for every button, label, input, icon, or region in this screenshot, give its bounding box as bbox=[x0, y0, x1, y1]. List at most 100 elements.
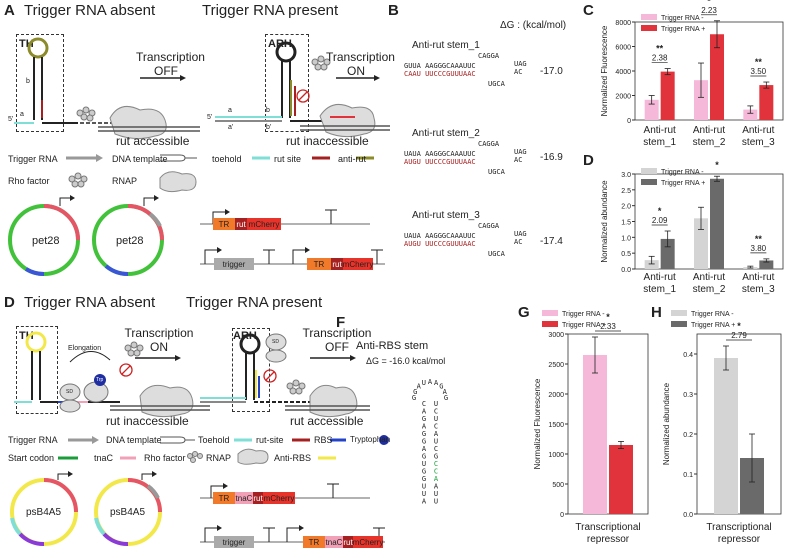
category-label: stem_3 bbox=[742, 284, 775, 295]
d-tr-block: TR bbox=[213, 492, 235, 504]
panel-label-b: B bbox=[388, 2, 399, 19]
stem-base-right: C bbox=[434, 423, 438, 431]
stem-base-right: A bbox=[434, 475, 439, 483]
fold-change-label: 3.50 bbox=[751, 67, 767, 76]
legend-swatch bbox=[542, 310, 558, 316]
b-stem2-loop-top: CAGGA bbox=[478, 140, 500, 148]
stem-base-right: C bbox=[434, 408, 438, 416]
d-plasmid-2-label: psB4A5 bbox=[110, 507, 146, 518]
stem-base-left: G bbox=[422, 453, 426, 461]
d-mcherry-block: mCherry bbox=[263, 492, 295, 504]
a-b-label: b bbox=[26, 78, 30, 85]
d-th-label: TH bbox=[19, 330, 34, 342]
stem-base-left: A bbox=[422, 408, 427, 416]
bar bbox=[644, 99, 659, 120]
d-mcherry-block-2: mCherry bbox=[352, 536, 384, 548]
d-tnac-block: tnaC bbox=[235, 492, 253, 504]
y-tick-label: 0.4 bbox=[683, 352, 693, 359]
a-rut-inaccessible: rut inaccessible bbox=[286, 134, 369, 148]
loop-base: A bbox=[443, 388, 448, 396]
d-legend-rbs: RBS bbox=[314, 435, 333, 445]
significance-stars: ** bbox=[755, 234, 763, 244]
b-stem1-loop-right: UAG AC bbox=[514, 60, 527, 76]
plot-frame bbox=[696, 333, 782, 515]
a-a-label-r: a bbox=[228, 107, 232, 114]
legend-label: Trigger RNA + bbox=[661, 180, 705, 187]
d-trigger-block: trigger bbox=[214, 536, 254, 548]
a-plasmid-2-label: pet28 bbox=[116, 235, 144, 247]
b-stem2-top: UAUA AAGGGCAAAUUC bbox=[404, 150, 476, 158]
legend-swatch bbox=[641, 25, 657, 31]
a-rut-block: rut bbox=[235, 218, 247, 230]
category-label: stem_2 bbox=[693, 137, 726, 148]
legend-swatch bbox=[671, 321, 687, 327]
d-legend-toehold: Toehold bbox=[198, 435, 230, 445]
y-tick-label: 0.5 bbox=[621, 251, 631, 258]
loop-base: G bbox=[413, 388, 417, 396]
stem-base-right: A bbox=[434, 483, 439, 491]
a-right-title: Trigger RNA present bbox=[202, 2, 339, 19]
y-tick-label: 0.1 bbox=[683, 472, 693, 479]
legend-label: Trigger RNA - bbox=[661, 169, 704, 176]
d-th-box bbox=[16, 326, 58, 414]
loop-base: A bbox=[434, 379, 439, 387]
fold-change-label: 3.80 bbox=[751, 244, 767, 253]
legend-label: Trigger RNA - bbox=[691, 311, 734, 318]
d-rut-block-2: rut bbox=[343, 536, 353, 548]
d-legend-start: Start codon bbox=[8, 453, 55, 463]
stem-base-left: U bbox=[422, 460, 426, 468]
stem-base-left: A bbox=[422, 498, 427, 506]
a-rut-accessible: rut accessible bbox=[116, 134, 190, 148]
d-legend-antirbs: Anti-RBS bbox=[274, 453, 312, 463]
category-label: Anti-rut bbox=[644, 125, 676, 136]
significance-stars: ** bbox=[656, 44, 664, 54]
a-mcherry-block-2: mCherry bbox=[342, 258, 374, 270]
category-label: stem_2 bbox=[693, 284, 726, 295]
a-legend-rho: Rho factor bbox=[8, 176, 50, 186]
category-label: Transcriptional bbox=[706, 522, 771, 533]
loop-base: G bbox=[444, 394, 448, 402]
a-trigger-block: trigger bbox=[214, 258, 254, 270]
category-label: Anti-rut bbox=[693, 125, 725, 136]
stem-base-right: U bbox=[434, 438, 438, 446]
category-label: Transcriptional bbox=[575, 522, 640, 533]
b-stem2-name: Anti-rut stem_2 bbox=[412, 128, 480, 139]
b-stem3-loop-bot: UGCA bbox=[488, 250, 505, 258]
y-tick-label: 500 bbox=[552, 482, 564, 489]
d-rut-inaccessible: rut inaccessible bbox=[106, 414, 189, 428]
b-stem3-dg: -17.4 bbox=[540, 236, 563, 247]
legend-label: Trigger RNA + bbox=[691, 322, 735, 329]
significance-stars: * bbox=[707, 0, 711, 6]
d-mechanism-drawing bbox=[14, 331, 370, 418]
d-legend-rnap: RNAP bbox=[206, 453, 232, 463]
y-tick-label: 0 bbox=[627, 118, 631, 125]
a-legend-template: DNA template bbox=[112, 154, 168, 164]
d-legend-trigger: Trigger RNA bbox=[8, 435, 58, 445]
stem-base-right: U bbox=[434, 415, 438, 423]
y-axis-label: Normalized abundance bbox=[600, 180, 609, 263]
a-five-prime: 5' bbox=[8, 116, 14, 123]
stem-base-right: U bbox=[434, 498, 438, 506]
b-stem1-dg: -17.0 bbox=[540, 66, 563, 77]
y-tick-label: 1500 bbox=[548, 422, 564, 429]
y-tick-label: 6000 bbox=[615, 45, 631, 52]
y-tick-label: 0.2 bbox=[683, 432, 693, 439]
y-tick-label: 2.0 bbox=[621, 204, 631, 211]
a-mcherry-block: mCherry bbox=[247, 218, 281, 230]
b-stem2-loop-right: UAG AC bbox=[514, 148, 527, 164]
category-label: stem_1 bbox=[643, 284, 676, 295]
a-tr-block: TR bbox=[213, 218, 235, 230]
category-label: stem_3 bbox=[742, 137, 775, 148]
d-legend-trp: Tryptophan bbox=[350, 435, 391, 444]
loop-base: A bbox=[417, 383, 422, 391]
a-legend-rnap: RNAP bbox=[112, 176, 138, 186]
loop-base: U bbox=[422, 379, 426, 387]
legend-swatch bbox=[641, 168, 657, 174]
a-legend-rut: rut site bbox=[274, 154, 302, 164]
a-b2-label: b' bbox=[266, 124, 272, 131]
